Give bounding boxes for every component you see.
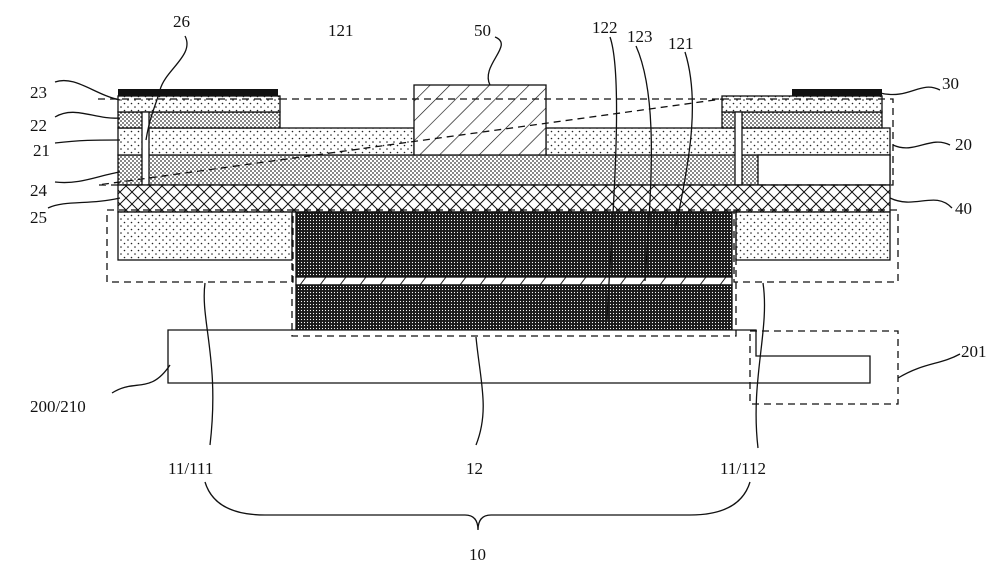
label-30: 30 (942, 74, 959, 93)
leader-22 (54, 111, 121, 119)
label-11-112: 11/112 (720, 459, 766, 478)
layer-21-left (117, 127, 415, 156)
substrate-200-210 (167, 329, 871, 384)
leader-121-right (674, 51, 694, 231)
leader-122 (606, 36, 618, 321)
dashed-regions (97, 98, 899, 405)
leader-21 (54, 139, 121, 144)
chip-50 (413, 84, 547, 156)
layer-24-right-notch (757, 154, 891, 186)
electrode-30-right (792, 89, 882, 96)
leader-12 (475, 336, 484, 446)
label-26: 26 (173, 12, 190, 31)
label-12: 12 (466, 459, 483, 478)
label-121-right: 121 (668, 34, 694, 53)
bracket-10 (204, 481, 751, 531)
layer-21-right (545, 127, 891, 156)
leader-40 (889, 197, 953, 209)
via-26-right (734, 111, 743, 186)
dashed-box-111 (106, 209, 294, 283)
label-122: 122 (592, 18, 618, 37)
via-26-left (141, 111, 150, 186)
layer-stack-20 (117, 84, 891, 186)
layer-121-upper (295, 211, 733, 278)
leader-25 (47, 197, 121, 209)
layer-121-lower (295, 284, 733, 336)
leader-20 (892, 141, 951, 149)
leader-50 (487, 36, 502, 86)
leader-112 (755, 282, 766, 449)
layer-123-hatch (299, 276, 727, 286)
leader-24 (54, 171, 121, 184)
reference-labels: 26 121 50 122 123 121 23 22 21 24 25 30 … (30, 12, 987, 564)
leader-201 (897, 353, 961, 379)
label-50: 50 (474, 21, 491, 40)
label-20: 20 (955, 135, 972, 154)
leader-lines (47, 35, 961, 449)
label-23: 23 (30, 83, 47, 102)
label-22: 22 (30, 116, 47, 135)
stack-12 (295, 211, 733, 336)
leader-200-210 (111, 364, 171, 394)
label-123: 123 (627, 27, 653, 46)
block-111 (117, 211, 293, 261)
label-25: 25 (30, 208, 47, 227)
leader-30 (879, 86, 941, 96)
leader-26 (145, 35, 188, 141)
electrode-30-left (118, 89, 278, 96)
layer-22-right (721, 111, 883, 129)
label-11-111: 11/111 (168, 459, 213, 478)
dashed-box-201 (749, 330, 899, 405)
leader-123 (635, 45, 653, 282)
dashed-box-112 (733, 209, 899, 283)
dashed-box-20 (97, 98, 894, 186)
label-201: 201 (961, 342, 987, 361)
label-40: 40 (955, 199, 972, 218)
dashed-box-12 (291, 209, 737, 337)
label-21: 21 (33, 141, 50, 160)
label-200-210: 200/210 (30, 397, 86, 416)
label-121-top: 121 (328, 21, 354, 40)
label-24: 24 (30, 181, 48, 200)
block-112 (735, 211, 891, 261)
leader-111 (203, 282, 214, 446)
layer-40 (117, 184, 891, 213)
label-10: 10 (469, 545, 486, 564)
leader-23 (54, 79, 121, 101)
